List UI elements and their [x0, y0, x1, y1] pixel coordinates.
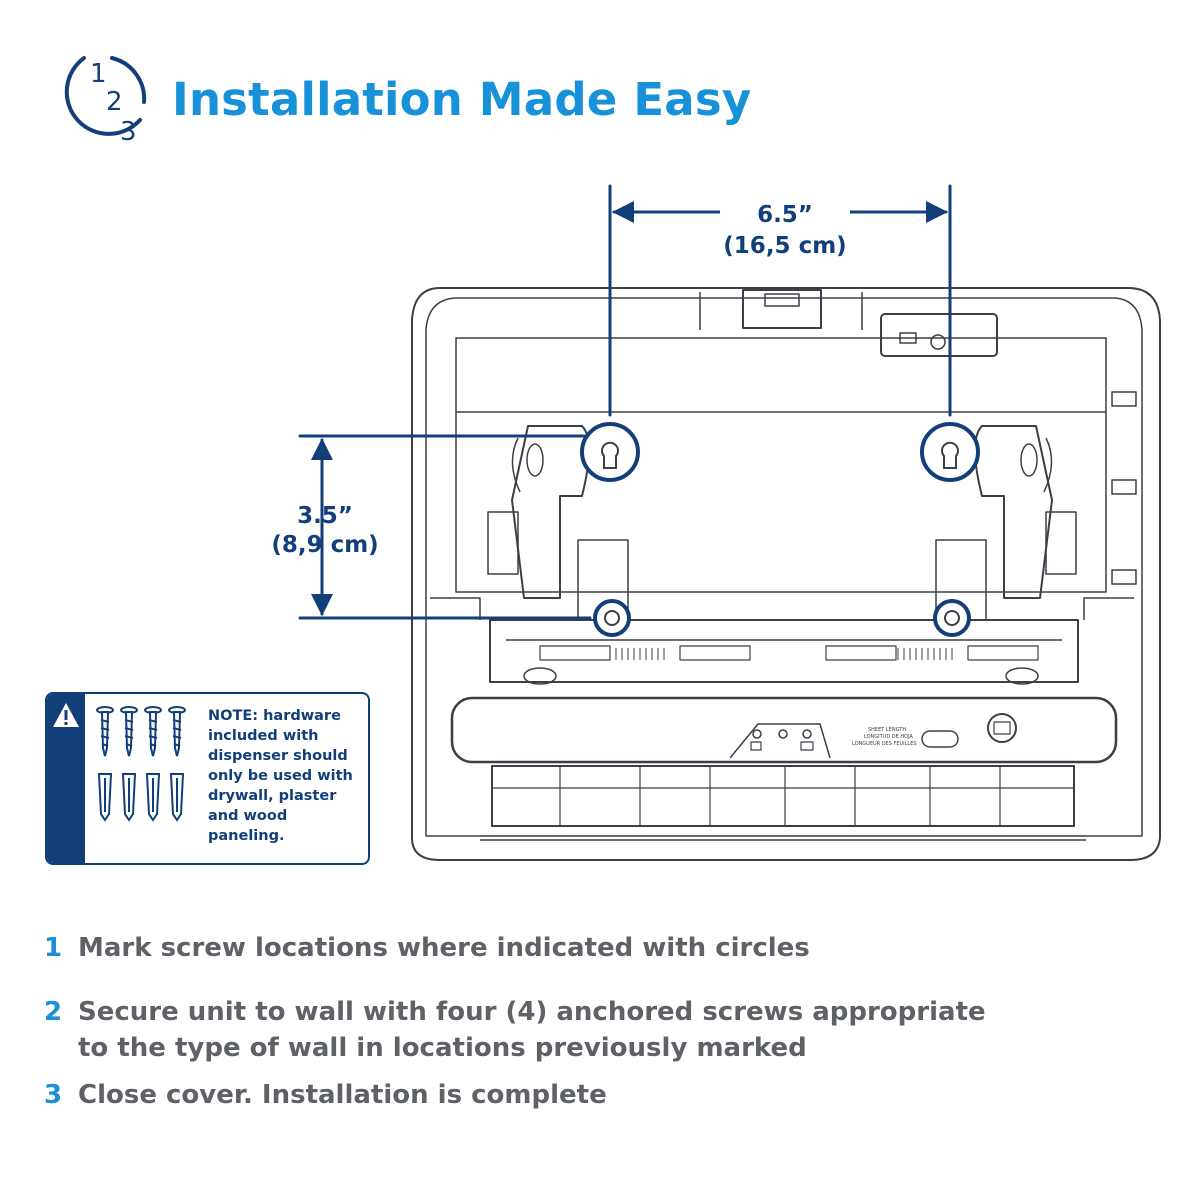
screw-circle-right	[933, 599, 971, 637]
housing-outline	[411, 287, 1161, 861]
width-dimension-cm: (16,5 cm)	[723, 233, 847, 259]
screws-and-anchors-icon	[96, 706, 186, 822]
note-strip	[47, 694, 85, 863]
icon-digit-1: 1	[90, 59, 107, 89]
lower-chassis	[489, 619, 1079, 683]
arrow-up-icon	[311, 438, 333, 460]
vent-slots-left	[609, 648, 665, 660]
numbers-123-icon: 1 2 3	[64, 56, 147, 146]
housing-inner-line	[425, 297, 1143, 837]
sheet-length-label: SHEET LENGTH	[868, 727, 906, 733]
bottom-tray	[491, 765, 1075, 827]
switch-box	[880, 313, 998, 357]
note-text: NOTE: hardware included with dispenser s…	[208, 708, 353, 844]
power-button	[987, 713, 1017, 743]
arrow-right-icon	[926, 201, 948, 223]
dispenser-diagram: SHEET LENGTH LONGITUD DE HOJA LONGUEUR D…	[298, 184, 1161, 861]
sheet-length-switch	[921, 730, 959, 748]
sheet-length-label-fr: LONGUEUR DES FEUILLES	[852, 741, 917, 747]
width-dimension-inches: 6.5”	[720, 200, 850, 230]
arrow-left-icon	[612, 201, 634, 223]
arrow-down-icon	[311, 594, 333, 616]
step-number: 3	[44, 1080, 63, 1110]
top-latch	[742, 289, 822, 329]
height-dimension-cm: (8,9 cm)	[271, 532, 379, 558]
screw-circle-left	[593, 599, 631, 637]
step-text-continued: to the type of wall in locations previou…	[78, 1033, 807, 1063]
sheet-length-label-es: LONGITUD DE HOJA	[864, 734, 913, 740]
keyhole-right	[920, 422, 980, 482]
back-panel	[455, 337, 1107, 593]
step-text: Secure unit to wall with four (4) anchor…	[78, 997, 986, 1027]
hardware-note: NOTE: hardware included with dispenser s…	[45, 692, 370, 865]
height-dimension-inches: 3.5”	[297, 503, 353, 529]
vent-slots-right	[897, 648, 953, 660]
step-text: Mark screw locations where indicated wit…	[78, 933, 810, 963]
step-number: 1	[44, 933, 63, 963]
icon-digit-3: 3	[120, 117, 137, 146]
right-arm	[974, 425, 1053, 599]
step-text: Close cover. Installation is complete	[78, 1080, 607, 1110]
control-bar	[450, 696, 1118, 764]
step-number: 2	[44, 997, 63, 1027]
page-title: Installation Made Easy	[172, 73, 752, 126]
keyhole-left	[580, 422, 640, 482]
warning-icon	[53, 703, 79, 727]
icon-digit-2: 2	[106, 87, 123, 117]
